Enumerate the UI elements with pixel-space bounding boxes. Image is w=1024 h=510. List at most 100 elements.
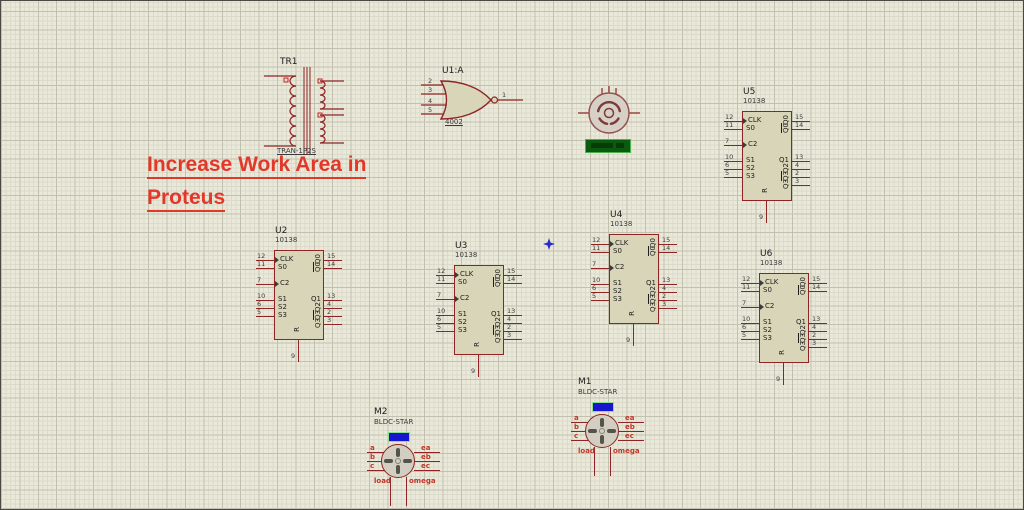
- pin-number: 9: [471, 367, 476, 375]
- pin-stub: [436, 331, 454, 332]
- pin-stub: [792, 121, 810, 122]
- pin-stub: [367, 461, 387, 462]
- pin-stub: [324, 300, 342, 301]
- green-display-text: [591, 143, 613, 148]
- pin-number: 15: [662, 236, 671, 244]
- pin-stub: [792, 185, 810, 186]
- pin-name: Q1: [491, 310, 501, 318]
- pin-name: R: [293, 327, 301, 332]
- pin-name: S0: [746, 124, 755, 132]
- pin-stub: [724, 129, 742, 130]
- pin-stub: [633, 324, 634, 346]
- pin-stub: [618, 431, 644, 432]
- pin-name: S1: [763, 318, 772, 326]
- pin-number: 5: [592, 292, 597, 300]
- component-part: BLDC-STAR: [578, 388, 618, 396]
- pin-number: 2: [507, 323, 512, 331]
- pin-name: R: [473, 342, 481, 347]
- pin-name: C2: [748, 140, 758, 148]
- pin-name: S1: [613, 279, 622, 287]
- pin-stub: [324, 324, 342, 325]
- pin-name: S2: [763, 326, 772, 334]
- pin-stub: [618, 422, 644, 423]
- component-tr1[interactable]: TR1 TRAN-1P2S: [256, 53, 351, 158]
- pin-name: R: [761, 188, 769, 193]
- component-ref: TR1: [280, 57, 298, 67]
- pin-number: 4: [507, 315, 512, 323]
- pin-number: 4: [327, 300, 332, 308]
- pin-stub: [436, 299, 454, 300]
- pin-stub: [504, 283, 522, 284]
- pin-name: S2: [278, 303, 287, 311]
- pin-name: CLK: [748, 116, 762, 124]
- pin-stub: [591, 268, 609, 269]
- pin-number: 12: [257, 252, 266, 260]
- pin-stub: [741, 331, 759, 332]
- ic-body: [454, 265, 504, 355]
- pin-name: S2: [746, 164, 755, 172]
- pin-stub: [324, 260, 342, 261]
- clock-mark-icon: [455, 272, 459, 278]
- pin-number: 14: [507, 275, 516, 283]
- annotation-line2: Proteus: [147, 187, 226, 212]
- pin-name: c: [370, 462, 375, 470]
- pin-stub: [436, 275, 454, 276]
- pin-name: Q0: [782, 123, 790, 133]
- pin-stub: [741, 283, 759, 284]
- component-part: 10138: [275, 236, 298, 244]
- pin-name: C2: [765, 302, 775, 310]
- pin-name: Q0: [494, 277, 502, 287]
- pin-name: b: [370, 453, 376, 461]
- pin-name: S1: [458, 310, 467, 318]
- pin-number: 9: [776, 375, 781, 383]
- ic-body: [759, 273, 809, 363]
- pin-number: 9: [626, 336, 631, 344]
- pin-name: ec: [421, 462, 430, 470]
- pin-stub: [809, 347, 827, 348]
- component-u1a[interactable]: 2 3 4 5 1 U1:A 4002: [416, 61, 531, 126]
- pin-name: omega: [409, 477, 436, 485]
- pin-number: 13: [812, 315, 821, 323]
- pin-number: 11: [437, 275, 446, 283]
- pin-name: S0: [763, 286, 772, 294]
- component-part: TRAN-1P2S: [277, 147, 316, 155]
- pin-number: 5: [725, 169, 730, 177]
- component-part: 10138: [610, 220, 633, 228]
- pin-stub: [591, 292, 609, 293]
- green-display-text: [616, 143, 624, 148]
- motor-rotor-paddle: [384, 459, 393, 463]
- pin-stub: [256, 300, 274, 301]
- pin-number: 14: [795, 121, 804, 129]
- pin-name: Q1: [779, 156, 789, 164]
- pin-number: 6: [437, 315, 442, 323]
- clock-mark-icon: [760, 304, 764, 310]
- component-small-motor[interactable]: [576, 85, 646, 157]
- pin-stub: [256, 268, 274, 269]
- pin-stub: [809, 331, 827, 332]
- pin-name: omega: [613, 447, 640, 455]
- pin-number: 12: [725, 113, 734, 121]
- clock-mark-icon: [743, 142, 747, 148]
- pin-stub: [741, 307, 759, 308]
- pin-number: 10: [742, 315, 751, 323]
- pin-stub: [809, 339, 827, 340]
- pin-name: a: [370, 444, 375, 452]
- pin-stub: [591, 284, 609, 285]
- component-part: BLDC-STAR: [374, 418, 414, 426]
- clock-mark-icon: [610, 241, 614, 247]
- pin-name: S1: [746, 156, 755, 164]
- pin-stub: [324, 316, 342, 317]
- pin-number: 5: [257, 308, 262, 316]
- pin-stub: [659, 252, 677, 253]
- annotation-text[interactable]: Increase Work Area in Proteus: [147, 154, 367, 220]
- pin-number: 10: [592, 276, 601, 284]
- pin-name: S3: [278, 311, 287, 319]
- motor-rotor-paddle: [600, 435, 604, 444]
- pin-stub: [792, 161, 810, 162]
- pin-stub: [809, 291, 827, 292]
- pin-number: 13: [662, 276, 671, 284]
- component-ref: U2: [275, 226, 288, 236]
- pin-name: S0: [458, 278, 467, 286]
- motor-hub: [395, 458, 401, 464]
